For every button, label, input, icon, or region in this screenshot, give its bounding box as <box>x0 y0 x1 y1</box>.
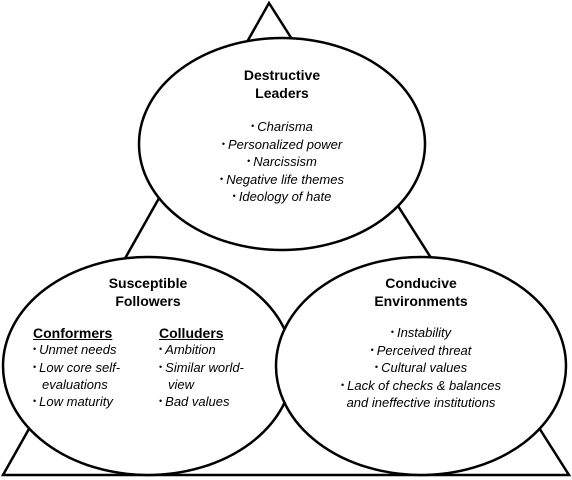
list-item: •Perceived threat <box>370 342 472 358</box>
bullet-icon: • <box>340 379 345 390</box>
list-item: •Lack of checks & balances <box>340 377 502 393</box>
list-item: •Negative life themes <box>220 171 344 187</box>
followers-title: Susceptible Followers <box>48 274 248 310</box>
list-item: •Bad values <box>159 393 230 409</box>
list-item: •Narcissism <box>247 154 317 170</box>
environments-title-line1: Conducive <box>385 275 457 291</box>
bullet-icon: • <box>374 362 379 373</box>
bullet-icon: • <box>370 344 374 355</box>
list-item-continuation: and ineffective institutions <box>346 395 496 411</box>
list-item: •Similar world- <box>159 359 244 375</box>
colluders-group: Colluders •Ambition •Similar world- view… <box>159 324 244 411</box>
bullet-icon: • <box>33 395 37 406</box>
leaders-ellipse <box>137 36 427 252</box>
list-item-continuation: view <box>168 377 195 393</box>
environments-title-line2: Environments <box>374 293 468 309</box>
bullet-icon: • <box>33 344 37 354</box>
bullet-icon: • <box>251 121 255 131</box>
bullet-icon: • <box>221 138 225 149</box>
leaders-title-line2: Leaders <box>255 85 309 101</box>
conformers-group: Conformers •Unmet needs •Low core self- … <box>33 324 120 411</box>
bullet-icon: • <box>159 344 163 354</box>
list-item: •Cultural values <box>374 360 468 376</box>
colluders-list: •Ambition •Similar world- view •Bad valu… <box>159 342 244 411</box>
environments-ellipse <box>274 255 568 477</box>
bullet-icon: • <box>159 361 163 372</box>
bullet-icon: • <box>390 327 394 337</box>
bullet-icon: • <box>220 173 224 184</box>
bullet-icon: • <box>247 156 251 167</box>
conformers-title: Conformers <box>33 325 113 341</box>
list-item: •Instability <box>390 325 452 340</box>
list-item: •Low maturity <box>33 393 113 409</box>
list-item: •Ambition <box>159 342 216 357</box>
conformers-list: •Unmet needs •Low core self- evaluations… <box>33 342 120 411</box>
followers-title-line2: Followers <box>115 293 181 309</box>
environments-title: Conducive Environments <box>321 274 521 310</box>
list-item: •Unmet needs <box>33 342 117 357</box>
list-item: •Ideology of hate <box>232 189 332 205</box>
leaders-title: Destructive Leaders <box>182 66 382 102</box>
colluders-title: Colluders <box>159 325 224 341</box>
followers-title-line1: Susceptible <box>108 275 188 291</box>
leaders-traits-list: •Charisma •Personalized power •Narcissis… <box>162 119 402 207</box>
environments-conditions-list: •Instability •Perceived threat •Cultural… <box>306 325 536 412</box>
list-item: •Low core self- <box>33 359 121 375</box>
bullet-icon: • <box>33 361 37 372</box>
bullet-icon: • <box>159 395 163 406</box>
list-item: •Personalized power <box>221 136 343 152</box>
leaders-title-line1: Destructive <box>243 67 321 83</box>
list-item-continuation: evaluations <box>42 377 108 393</box>
bullet-icon: • <box>232 191 236 202</box>
list-item: •Charisma <box>251 119 313 134</box>
